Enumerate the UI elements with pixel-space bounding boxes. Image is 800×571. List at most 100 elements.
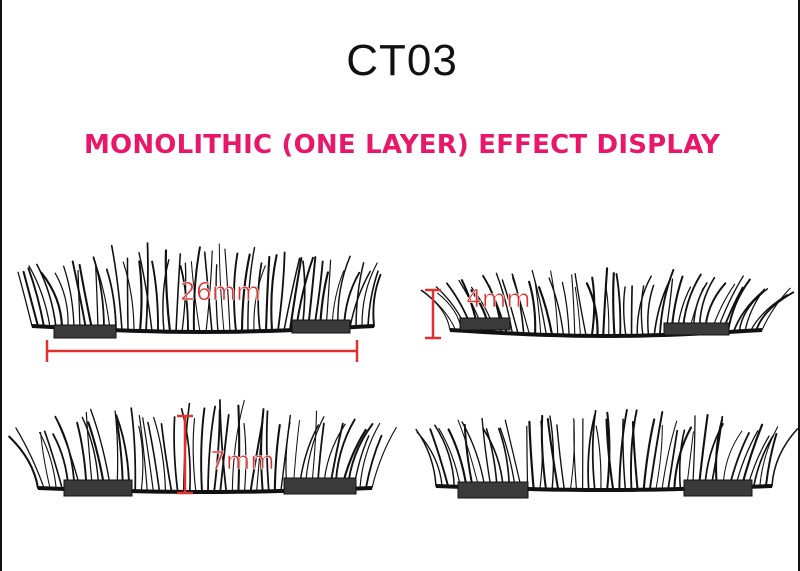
lash-hair <box>605 418 615 492</box>
lash-hair <box>573 419 578 491</box>
lash-hair <box>728 431 750 489</box>
lash-hair <box>142 417 154 493</box>
lash-hair <box>40 271 64 329</box>
lash-hair <box>138 251 153 333</box>
lash-hair <box>587 414 596 491</box>
magnet-strip <box>53 324 117 339</box>
lash-hair <box>447 428 468 489</box>
lash-hair <box>270 254 278 332</box>
lash-hair <box>429 428 450 488</box>
lash-hair <box>647 284 655 337</box>
lash-hair <box>501 279 519 335</box>
lash-hair <box>550 270 559 336</box>
lash-hair <box>240 253 251 333</box>
lash-hair <box>190 261 201 333</box>
lash-hair <box>54 415 76 491</box>
lash-hair <box>526 425 529 490</box>
lash-hair <box>591 409 597 491</box>
lash-hair <box>640 285 645 337</box>
lash-hair <box>648 411 664 491</box>
lash-hair <box>512 277 530 335</box>
lash-strip-top-left <box>17 242 382 339</box>
lash-hair <box>325 259 332 330</box>
length-measure-label: 26mm <box>180 277 261 306</box>
lash-hair <box>755 291 795 332</box>
lash-hair <box>655 424 663 491</box>
lash-hair <box>205 250 213 333</box>
lash-hair <box>421 289 457 331</box>
lash-hair <box>667 429 679 491</box>
lash-hair <box>556 424 565 491</box>
lash-hair <box>203 251 213 333</box>
lash-hair <box>219 413 230 493</box>
lash-hair <box>218 243 225 333</box>
magnet-strip <box>459 317 511 331</box>
lash-hair <box>764 432 778 488</box>
lash-hair <box>219 399 228 493</box>
lash-hair <box>595 425 602 491</box>
lash-hair <box>192 246 201 333</box>
lash-hair <box>173 416 179 493</box>
lash-hair <box>546 417 560 491</box>
lash-hair <box>260 408 265 493</box>
lash-hair <box>224 248 231 333</box>
lash-hair <box>77 269 81 330</box>
lash-hair <box>615 273 622 337</box>
model-code-title: CT03 <box>346 36 458 85</box>
lash-hair <box>642 418 656 491</box>
lash-hair <box>96 267 111 331</box>
lash-hair <box>355 262 365 328</box>
lash-hair <box>126 257 129 332</box>
lash-hair <box>215 264 219 333</box>
lash-hair <box>549 415 555 491</box>
lash-hair <box>364 434 383 490</box>
lash-strip-bottom-left <box>8 399 397 497</box>
lash-hair <box>605 286 610 337</box>
lash-hair <box>237 404 241 493</box>
lash-hair <box>15 427 45 489</box>
lash-hair <box>631 420 639 491</box>
lash-hair <box>528 420 535 491</box>
lash-hair <box>147 421 161 493</box>
lash-hair <box>164 249 172 333</box>
lash-hair <box>39 431 57 490</box>
lash-hair <box>130 407 137 493</box>
magnet-strip <box>283 477 357 495</box>
lash-hair <box>138 260 143 333</box>
effect-display-heading: MONOLITHIC (ONE LAYER) EFFECT DISPLAY <box>83 130 721 160</box>
lash-hair <box>623 286 627 337</box>
lash-hair <box>759 426 779 488</box>
lash-strip-top-right <box>420 267 795 339</box>
lash-hair <box>571 274 576 337</box>
lash-hair <box>207 405 216 493</box>
lash-hair <box>630 285 633 337</box>
lash-hair <box>528 280 537 336</box>
lash-hair <box>732 289 765 333</box>
lash-hair <box>265 410 270 493</box>
lash-hair <box>192 418 197 493</box>
lash-hair <box>253 265 266 332</box>
lash-hair <box>40 431 51 490</box>
lash-hair <box>722 430 743 489</box>
lash-hair <box>636 275 652 337</box>
height-measure-marker-top <box>425 288 441 340</box>
lash-hair <box>54 272 69 329</box>
lash-hair <box>771 428 799 487</box>
magnet-strip <box>683 479 753 497</box>
lash-hair <box>511 273 525 335</box>
lash-hair <box>175 253 182 333</box>
lash-hair <box>277 251 286 332</box>
lash-hair <box>105 268 117 332</box>
lash-hair <box>434 424 456 488</box>
lash-hair <box>416 431 443 487</box>
lash-hair <box>540 414 548 491</box>
lash-hair <box>561 281 570 337</box>
lash-hair <box>122 261 135 332</box>
lash-hair <box>138 425 144 492</box>
lash-hair <box>618 409 628 491</box>
lash-hair <box>138 414 148 492</box>
lash-hair <box>495 272 514 335</box>
lash-hair <box>630 409 638 491</box>
lash-strip-bottom-right <box>415 409 799 499</box>
lash-hair <box>538 286 554 337</box>
